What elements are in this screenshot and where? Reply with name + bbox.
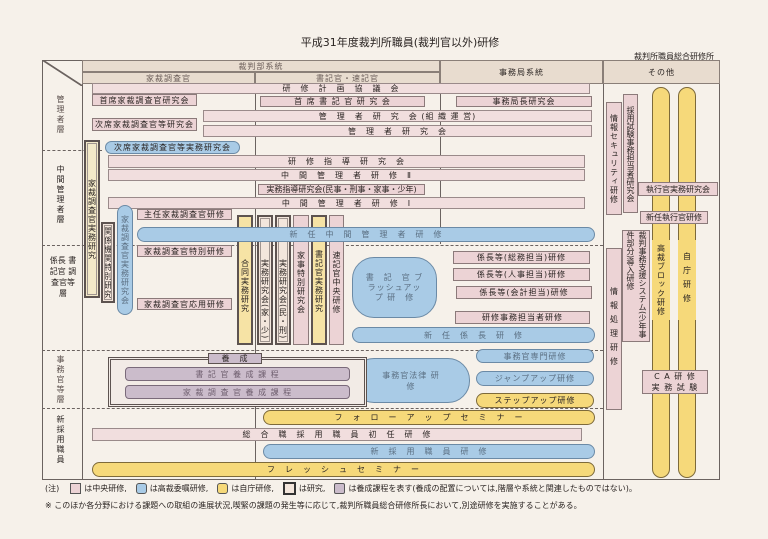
- box-deputy-fi-meeting: 次席家裁調査官等研究会: [92, 118, 197, 131]
- legend-own: は自庁研修,: [231, 483, 274, 493]
- training-course-group: [108, 357, 367, 407]
- level-column-divider: [82, 60, 83, 480]
- box-training-staff: 研修事務担当者研修: [455, 311, 590, 324]
- box-fi-special: 家裁調査官特別研修: [137, 245, 232, 257]
- box-follow-up-seminar: フ ォ ロ ー ア ッ プ セ ミ ナ ー: [263, 410, 595, 425]
- level-middle: 中間管理者層: [56, 165, 65, 225]
- legend-high-court: は高裁委嘱研修,: [149, 483, 209, 493]
- box-stenographer: 速記官中央研修: [329, 215, 344, 345]
- box-training-course-label: 養 成: [208, 353, 262, 364]
- box-clerk-course: 書 記 官 養 成 課 程: [125, 367, 350, 381]
- box-jump-up: ジャンプアップ研修: [476, 371, 594, 386]
- box-chief-hr: 係長等(人事担当)研修: [453, 268, 590, 281]
- level-chief: 係長 書記官 調査官等層: [49, 256, 77, 298]
- box-joint-practice: 合同実務研究: [237, 215, 253, 345]
- legend-prefix: (注): [45, 483, 60, 493]
- box-bailiff-practice: 執行官実務研究会: [638, 182, 718, 196]
- box-practice-guidance: 実務指導研究会(民事・刑事・家事・少年): [258, 184, 425, 195]
- box-new-middle-manager: 新 任 中 間 管 理 者 研 修: [137, 227, 595, 242]
- box-training-guidance: 研 修 指 導 研 究 会: [108, 155, 585, 168]
- box-fi-practice-group: 家裁調査官実務研究会: [117, 205, 133, 315]
- level-clerk: 事務官等層: [56, 355, 65, 405]
- label-practice-exam: 実 務 試 験: [651, 383, 699, 392]
- header-court-line: 裁判部系統: [82, 60, 440, 72]
- box-middle-manager-2: 中 間 管 理 者 研 修 Ⅱ: [108, 169, 585, 181]
- box-new-chief: 新 任 係 長 研 修: [352, 327, 595, 343]
- legend-course: は養成課程を表す(養成の配置については,階層や系統と関連したものではない)。: [348, 483, 637, 493]
- box-system-intro: 裁判事務支援システム(少年事件部分)導入研修: [622, 230, 650, 342]
- box-info-processing: 情報処理研修: [606, 248, 622, 410]
- box-middle-manager-1: 中 間 管 理 者 研 修 Ⅰ: [108, 197, 585, 209]
- box-clerk-special: 事務官専門研修: [476, 349, 594, 363]
- box-chief-accounting: 係長等(会計担当)研修: [456, 286, 592, 299]
- box-clerk-law: 事務官法律 研 修: [352, 358, 470, 403]
- box-senior-fi: 主任家裁調査官研修: [137, 209, 232, 220]
- label-ca-training: C A 研 修: [654, 372, 696, 381]
- legend-course-swatch: [334, 482, 346, 494]
- legend-research: は研究,: [298, 483, 326, 493]
- footnote: ※ このほか各分野における課題への取組の進展状況,喫緊の課題の発生等に応じて,裁…: [45, 501, 582, 510]
- box-practice-family: 実務研究会(家・少): [257, 215, 273, 345]
- box-deputy-fi-practice: 次席家裁調査官等実務研究会: [105, 141, 240, 154]
- box-agency-special: 関係機関特別研究: [101, 222, 115, 303]
- corner-diagonal: [42, 60, 82, 86]
- level-new: 新採用職員: [56, 415, 65, 465]
- legend-research-swatch: [282, 481, 296, 495]
- box-clerk-practice: 書記官実務研究: [311, 215, 327, 345]
- box-fi-practice-research: 家裁調査官実務研究: [84, 140, 100, 298]
- level-divider: [42, 150, 102, 151]
- box-ca-training: [642, 370, 708, 394]
- box-practice-civil: 実務研究会(民・刑): [275, 215, 291, 345]
- legend-high-court-swatch: [135, 482, 147, 494]
- legend-central: は中央研修,: [84, 483, 127, 493]
- box-planning-council: 研 修 計 画 協 議 会: [92, 83, 590, 94]
- legend-own-swatch: [217, 482, 229, 494]
- header-secretariat-line: 事務局系統: [440, 60, 603, 84]
- box-clerk-brushup: 書 記 官 ブラッシュアップ 研 修: [352, 257, 437, 318]
- box-manager-org-meeting: 管 理 者 研 究 会 (組 織 運 営): [203, 110, 592, 122]
- box-info-security: 情報セキュリティ研修: [606, 102, 622, 215]
- level-manager: 管理者層: [56, 95, 65, 135]
- institute-label: 裁判所職員総合研修所: [634, 51, 714, 61]
- box-chief-general: 係長等(総務担当)研修: [453, 251, 590, 264]
- column-divider: [255, 84, 256, 480]
- box-new-bailiff: 新任執行官研修: [640, 211, 708, 224]
- diagram-title: 平成31年度裁判所職員(裁判官以外)研修: [300, 36, 500, 49]
- label-own-court: 自庁研修: [678, 240, 696, 320]
- box-fi-applied: 家裁調査官応用研修: [137, 298, 232, 310]
- box-career-new-staff: 総 合 職 採 用 職 員 初 任 研 修: [92, 428, 582, 441]
- box-fi-course: 家 裁 調 査 官 養 成 課 程: [125, 385, 350, 399]
- box-step-up: ステップアップ研修: [476, 393, 594, 408]
- box-new-staff: 新 採 用 職 員 研 修: [263, 444, 595, 459]
- box-exam-staff: 採用試験事務担当者研究会: [623, 94, 638, 213]
- box-family-special: 家事特別研究会: [293, 215, 309, 345]
- box-fresh-seminar: フ レ ッ シ ュ セ ミ ナ ー: [92, 462, 595, 477]
- level-divider: [42, 408, 603, 409]
- level-divider: [42, 350, 603, 351]
- box-manager-meeting: 管 理 者 研 究 会: [203, 125, 592, 137]
- box-sec-director-meeting: 事務局長研究会: [456, 96, 592, 107]
- column-divider: [603, 84, 604, 480]
- legend-central-swatch: [70, 482, 82, 494]
- box-chief-clerk-meeting: 首 席 書 記 官 研 究 会: [260, 96, 425, 107]
- label-high-court-block: 高裁ブロック研修: [652, 240, 670, 320]
- box-chief-fi-meeting: 首席家裁調査官研究会: [92, 94, 197, 106]
- legend: (注) は中央研修, は高裁委嘱研修, は自庁研修, は研究, は養成課程を表す…: [45, 481, 745, 495]
- header-other: その他: [603, 60, 720, 84]
